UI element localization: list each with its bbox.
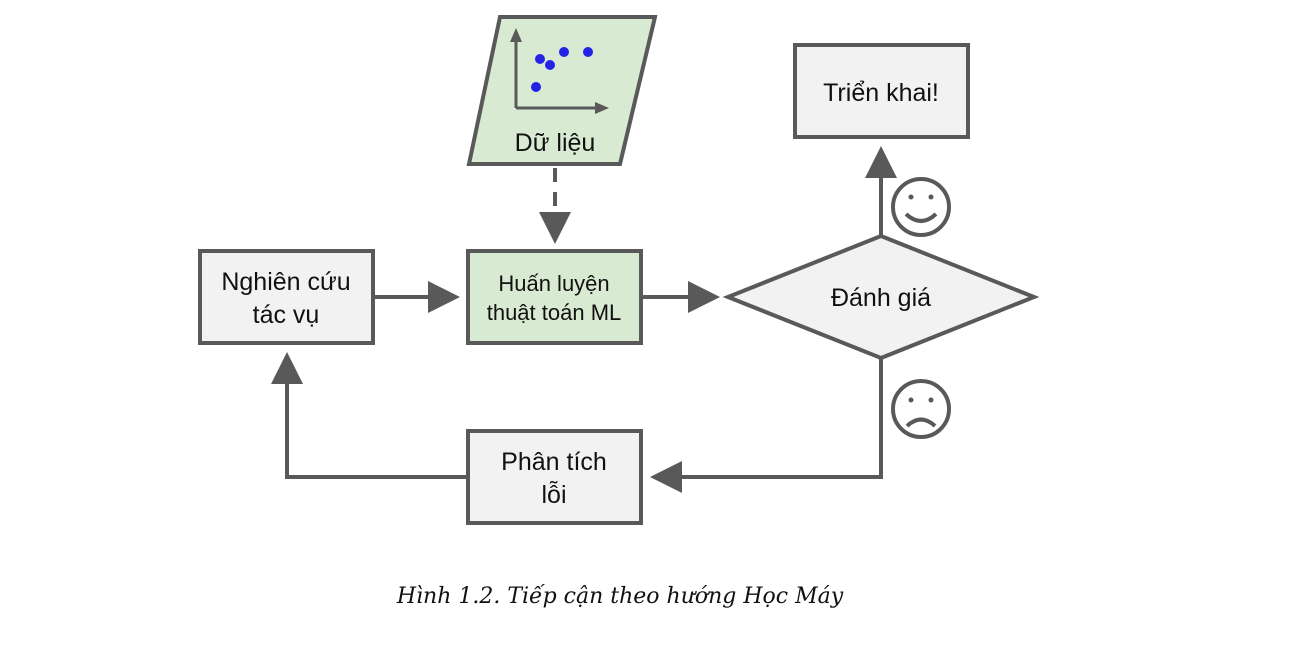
evaluate-node: Đánh giá	[722, 233, 1040, 361]
deploy-label: Triển khai!	[823, 79, 939, 107]
edge-evaluate-to-analyze	[650, 358, 883, 493]
study-task-node: Nghiên cứu tác vụ	[198, 249, 375, 345]
scatter-dot	[559, 47, 569, 57]
sad-face-icon	[891, 379, 951, 439]
smiling-face-icon	[891, 177, 951, 237]
figure-caption: Hình 1.2. Tiếp cận theo hướng Học Máy	[396, 584, 844, 609]
error-analysis-node: Phân tích lỗi	[466, 429, 643, 525]
scatter-dot	[535, 54, 545, 64]
error-analysis-line2: lỗi	[541, 480, 566, 509]
scatter-plot-icon	[510, 28, 609, 114]
scatter-dot	[545, 60, 555, 70]
study-task-line1: Nghiên cứu	[221, 268, 350, 296]
train-ml-line2: thuật toán ML	[487, 300, 622, 325]
train-ml-node: Huấn luyện thuật toán ML	[466, 249, 643, 345]
train-ml-line1: Huấn luyện	[498, 271, 609, 296]
error-analysis-line1: Phân tích	[501, 448, 607, 476]
edge-analyze-to-study	[271, 352, 468, 479]
data-label: Dữ liệu	[515, 129, 596, 157]
data-node: Dữ liệu	[466, 15, 658, 166]
study-task-line2: tác vụ	[253, 301, 320, 329]
ml-approach-diagram: Dữ liệu Nghiên cứu tác vụ Huấn luyện thu…	[198, 15, 1040, 525]
scatter-dot	[583, 47, 593, 57]
deploy-node: Triển khai!	[793, 43, 970, 139]
scatter-dot	[531, 82, 541, 92]
evaluate-label: Đánh giá	[831, 284, 931, 312]
